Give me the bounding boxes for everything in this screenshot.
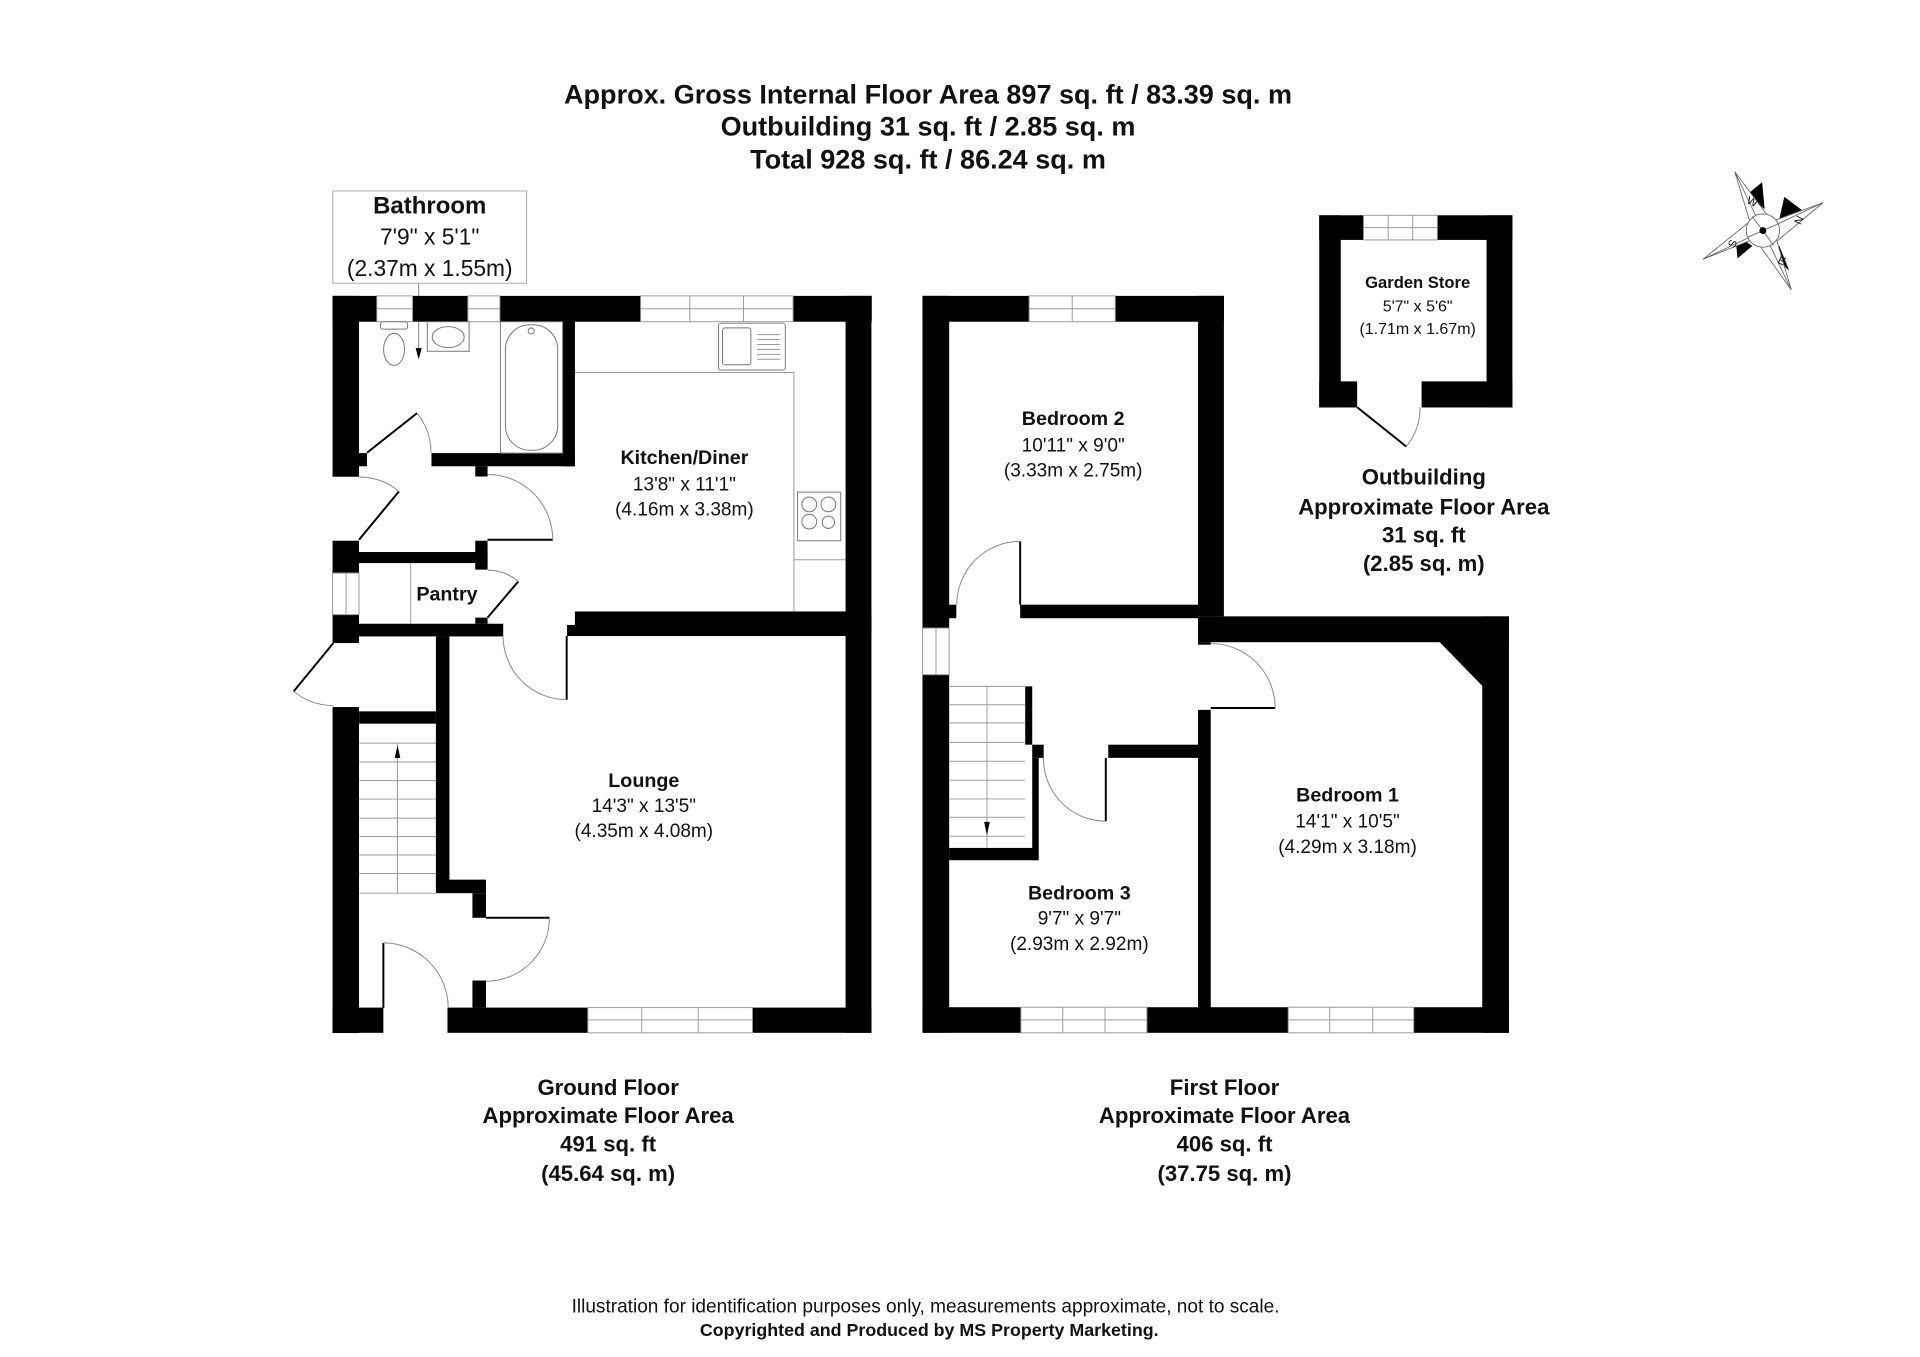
- room-label-garden-store: Garden Store 5'7" x 5'6" (1.71m x 1.67m): [1359, 273, 1475, 338]
- room-dimensions-metric: (4.16m x 3.38m): [615, 499, 754, 520]
- outbuilding-walls: [1319, 215, 1513, 408]
- compass-south-label: S: [1726, 238, 1740, 250]
- outbuilding-area-label: Outbuilding Approximate Floor Area 31 sq…: [1298, 465, 1550, 576]
- outbuilding-window: [1363, 214, 1438, 241]
- room-dimensions-metric: (4.35m x 4.08m): [574, 821, 713, 842]
- room-dimensions-imperial: 14'3" x 13'5": [592, 796, 696, 817]
- floor-name: Ground Floor: [537, 1075, 679, 1100]
- room-label-bedroom-1: Bedroom 1 14'1" x 10'5" (4.29m x 3.18m): [1278, 785, 1417, 859]
- garden-store-door[interactable]: [1356, 406, 1421, 448]
- first-floor-walls: [922, 295, 1509, 1033]
- copyright-text: Copyrighted and Produced by MS Property …: [700, 1320, 1159, 1340]
- ground-floor-area-label: Ground Floor Approximate Floor Area 491 …: [483, 1075, 735, 1186]
- header-title: Approx. Gross Internal Floor Area 897 sq…: [564, 79, 1292, 174]
- compass-rose-icon: W N E S: [1702, 171, 1824, 291]
- floor-area-sqm: (2.85 sq. m): [1363, 551, 1485, 576]
- lounge-hall-door[interactable]: [485, 916, 550, 982]
- bathroom-door[interactable]: [366, 412, 432, 454]
- first-floor-windows: [921, 295, 1415, 1034]
- footer: Illustration for identification purposes…: [572, 1297, 1280, 1340]
- room-dimensions-imperial: 13'8" x 11'1": [633, 474, 736, 495]
- bedroom-2-door[interactable]: [956, 540, 1022, 605]
- title-gross-area: Approx. Gross Internal Floor Area 897 sq…: [564, 79, 1292, 109]
- floor-area-sqft: 31 sq. ft: [1382, 523, 1466, 548]
- rear-entrance-door[interactable]: [292, 642, 335, 707]
- kitchen-sink-icon: [718, 322, 786, 371]
- kitchen-worktop-outline: [574, 372, 846, 612]
- ground-floor-plan: Bathroom 7'9" x 5'1" (2.37m x 1.55m) Kit…: [292, 190, 872, 1186]
- kitchen-hall-door[interactable]: [487, 474, 554, 541]
- room-label-bathroom: Bathroom 7'9" x 5'1" (2.37m x 1.55m): [347, 192, 513, 281]
- room-label-kitchen: Kitchen/Diner 13'8" x 11'1" (4.16m x 3.3…: [615, 447, 754, 521]
- outbuilding-plan: Garden Store 5'7" x 5'6" (1.71m x 1.67m)…: [1298, 214, 1550, 576]
- stairs-up-arrow-icon: [394, 745, 401, 758]
- compass-east-label: E: [1776, 254, 1788, 268]
- title-outbuilding-area: Outbuilding 31 sq. ft / 2.85 sq. m: [721, 111, 1136, 141]
- bathtub-icon: [499, 321, 564, 454]
- side-entrance-door[interactable]: [358, 476, 400, 541]
- first-floor-doors: [956, 540, 1276, 822]
- first-floor-area-label: First Floor Approximate Floor Area 406 s…: [1099, 1075, 1351, 1186]
- ground-floor-walls: [332, 295, 872, 1034]
- stairs-down-arrow-icon: [984, 821, 990, 836]
- toilet-icon: [380, 321, 409, 366]
- room-dimensions-metric: (3.33m x 2.75m): [1004, 461, 1143, 482]
- room-label-bedroom-2: Bedroom 2 10'11" x 9'0" (3.33m x 2.75m): [1004, 408, 1143, 482]
- room-name: Bedroom 1: [1296, 785, 1399, 807]
- room-dimensions-imperial: 5'7" x 5'6": [1383, 298, 1453, 315]
- room-label-pantry: Pantry: [416, 583, 477, 605]
- front-door[interactable]: [382, 942, 449, 1008]
- washbasin-icon: [426, 321, 470, 352]
- ground-floor-windows: [332, 295, 794, 1034]
- room-dimensions-metric: (1.71m x 1.67m): [1359, 321, 1475, 338]
- pantry-door[interactable]: [486, 569, 520, 619]
- room-dimensions-metric: (2.93m x 2.92m): [1010, 934, 1149, 955]
- floor-area-sqm: (45.64 sq. m): [541, 1161, 675, 1186]
- kitchen-lounge-door[interactable]: [502, 636, 568, 701]
- floor-area-sqm: (37.75 sq. m): [1157, 1161, 1291, 1186]
- pointer-arrow-icon: [415, 348, 422, 360]
- ground-floor-doors: [292, 412, 568, 1008]
- floor-area-sqft: 491 sq. ft: [560, 1132, 657, 1157]
- room-label-bedroom-3: Bedroom 3 9'7" x 9'7" (2.93m x 2.92m): [1010, 882, 1149, 954]
- floor-area-label: Approximate Floor Area: [483, 1103, 735, 1128]
- room-dimensions-imperial: 9'7" x 9'7": [1038, 909, 1121, 930]
- first-floor-stairs: [949, 685, 1026, 848]
- room-name: Bedroom 3: [1028, 882, 1131, 904]
- room-name: Bathroom: [373, 192, 486, 219]
- bedroom-1-door[interactable]: [1210, 643, 1276, 710]
- room-dimensions-metric: (4.29m x 3.18m): [1278, 837, 1417, 858]
- floor-name: First Floor: [1170, 1075, 1280, 1100]
- room-dimensions-imperial: 10'11" x 9'0": [1022, 436, 1125, 457]
- room-name: Kitchen/Diner: [620, 447, 748, 469]
- ground-floor-stairs: [359, 742, 436, 894]
- room-name: Lounge: [608, 770, 679, 792]
- room-label-lounge: Lounge 14'3" x 13'5" (4.35m x 4.08m): [574, 770, 713, 842]
- floor-name: Outbuilding: [1362, 465, 1486, 490]
- bathroom-label-box: [332, 190, 528, 284]
- room-dimensions-imperial: 14'1" x 10'5": [1295, 811, 1399, 832]
- room-dimensions-metric: (2.37m x 1.55m): [347, 255, 513, 281]
- room-dimensions-imperial: 7'9" x 5'1": [380, 224, 479, 250]
- bedroom-3-door[interactable]: [1043, 757, 1107, 822]
- disclaimer-text: Illustration for identification purposes…: [572, 1297, 1280, 1318]
- floor-area-sqft: 406 sq. ft: [1177, 1132, 1274, 1157]
- hob-icon: [797, 491, 842, 542]
- room-name: Bedroom 2: [1022, 408, 1125, 430]
- room-name: Garden Store: [1365, 273, 1470, 292]
- title-total-area: Total 928 sq. ft / 86.24 sq. m: [750, 145, 1106, 175]
- first-floor-plan: Bedroom 2 10'11" x 9'0" (3.33m x 2.75m) …: [921, 295, 1509, 1186]
- floor-area-label: Approximate Floor Area: [1298, 494, 1550, 519]
- floor-area-label: Approximate Floor Area: [1099, 1103, 1351, 1128]
